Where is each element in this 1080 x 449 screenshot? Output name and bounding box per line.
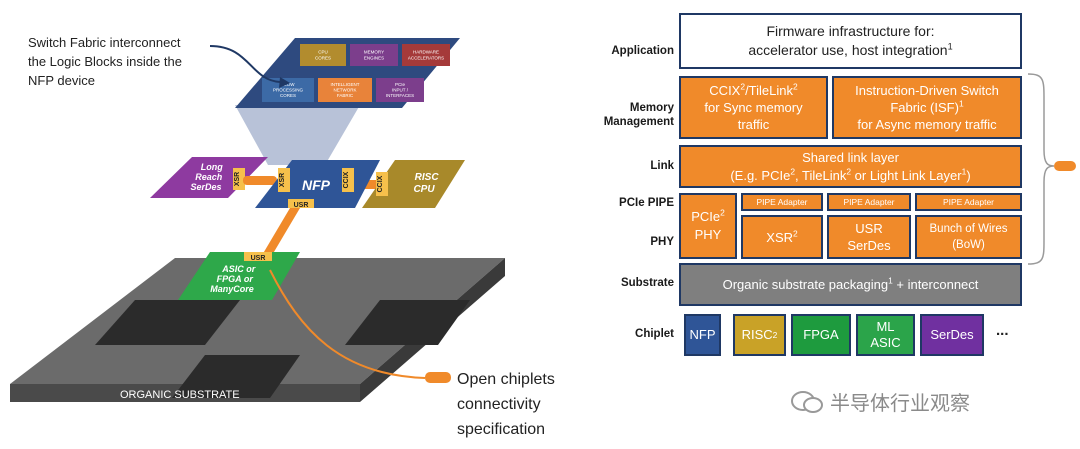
- substrate-slot: [172, 355, 300, 398]
- asic-label: ASIC or FPGA or ManyCore: [210, 264, 258, 294]
- organic-substrate: ORGANIC SUBSTRATE: [10, 258, 505, 402]
- chiplet-serdes: SerDes: [920, 314, 984, 356]
- ccix-tilelink-box: CCIX2/TileLink2 for Sync memory traffic: [679, 76, 828, 139]
- risc-cpu-chip: CCIX RISC CPU: [362, 160, 465, 208]
- risc-cpu-label: RISC CPU: [413, 172, 441, 195]
- watermark: 半导体行业观察: [790, 387, 970, 416]
- callout-bottom-line: [269, 269, 426, 379]
- nfp-chip: NFP XSR CCIX USR: [255, 160, 380, 209]
- nfp-block: [318, 78, 372, 102]
- pipe-adapter-xsr: PIPE Adapter: [741, 193, 823, 211]
- nfp-block: [376, 78, 424, 102]
- connector-usr: [258, 208, 300, 262]
- substrate-slot: [95, 300, 240, 345]
- bow-box: Bunch of Wires (BoW): [915, 215, 1022, 259]
- xsr-left-port: XSR: [234, 172, 241, 186]
- row-label-substrate: Substrate: [620, 277, 674, 289]
- callout-bottom-text: Open chiplets connectivity specification: [457, 371, 559, 438]
- asic-fpga-chip: USR ASIC or FPGA or ManyCore: [178, 252, 300, 300]
- nfp-block: [402, 44, 450, 66]
- usr-asic-port: USR: [251, 255, 266, 262]
- nfp-block: [300, 44, 346, 66]
- arrow-head-icon: [279, 77, 290, 88]
- chiplet-nfp: NFP: [684, 314, 721, 356]
- orange-link-icon: [1054, 161, 1076, 171]
- substrate-box: Organic substrate packaging1 + interconn…: [679, 263, 1022, 306]
- row-label-application: Application: [611, 45, 674, 57]
- pipe-adapter-bow: PIPE Adapter: [915, 193, 1022, 211]
- usr-port: USR: [294, 202, 309, 209]
- row-label-pcie-pipe: PCIe PIPE: [619, 197, 674, 209]
- substrate-label: ORGANIC SUBSTRATE: [120, 389, 240, 401]
- application-box: Firmware infrastructure for: accelerator…: [679, 13, 1022, 69]
- chiplet-ellipsis: ...: [996, 322, 1009, 339]
- chiplet-fpga: FPGA: [791, 314, 851, 356]
- ccix-risc-port: CCIX: [377, 175, 384, 192]
- pcie-phy-box: PCIe2 PHY: [679, 193, 737, 259]
- usr-serdes-box: USR SerDes: [827, 215, 911, 259]
- isf-box: Instruction-Driven Switch Fabric (ISF)1 …: [832, 76, 1022, 139]
- wechat-icon: [791, 390, 823, 413]
- ccix-right-port: CCIX: [343, 171, 350, 188]
- nfp-block: [350, 44, 398, 66]
- row-label-link: Link: [650, 160, 674, 172]
- row-label-chiplet: Chiplet: [635, 328, 674, 340]
- callout-top-text: Switch Fabric interconnect the Logic Blo…: [28, 35, 186, 88]
- orange-link-icon: [425, 372, 451, 383]
- long-reach-label: Long Reach SerDes: [190, 162, 225, 192]
- row-label-phy: PHY: [650, 236, 674, 248]
- callout-top-arrow: [209, 45, 281, 83]
- shared-link-box: Shared link layer (E.g. PCIe2, TileLink2…: [679, 145, 1022, 188]
- nfp-label: NFP: [302, 177, 331, 193]
- stack-bracket: [1027, 73, 1076, 265]
- pipe-adapter-usr: PIPE Adapter: [827, 193, 911, 211]
- xsr-phy-box: XSR2: [741, 215, 823, 259]
- substrate-slot: [345, 300, 470, 345]
- connector-xsr: [243, 176, 277, 185]
- xsr-top-port: XSR: [279, 173, 286, 187]
- projection-cone: [235, 105, 360, 165]
- long-reach-serdes-chip: Long Reach SerDes XSR: [150, 157, 268, 198]
